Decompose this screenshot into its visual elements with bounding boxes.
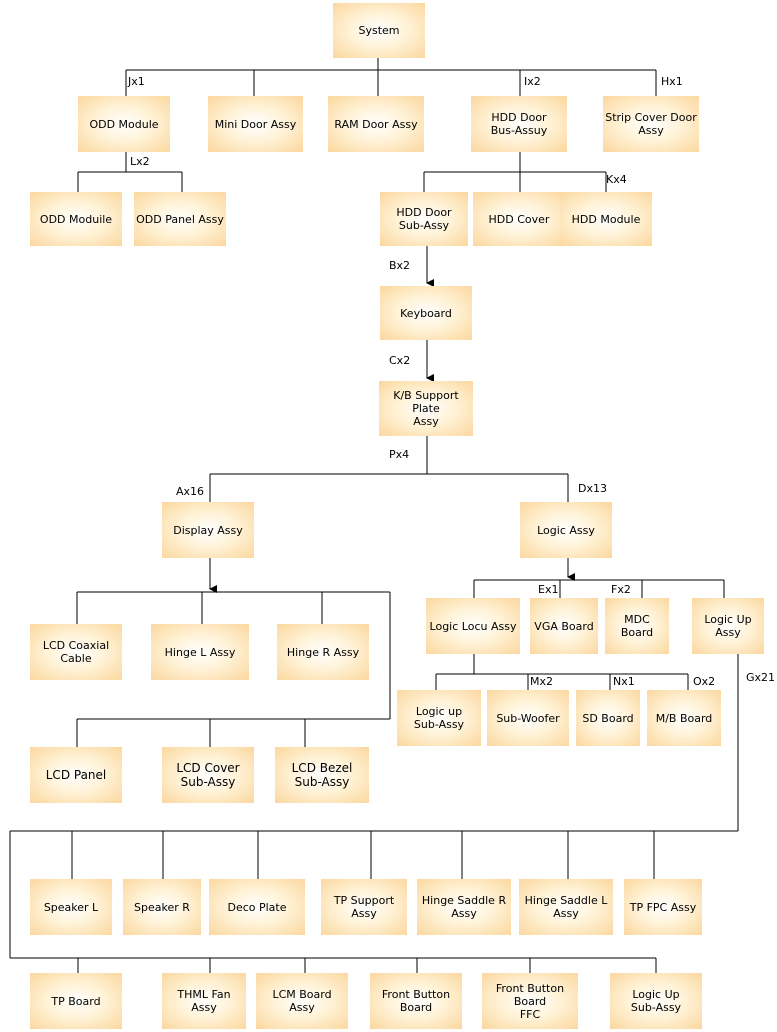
node-mdc-board: MDC Board [605, 598, 669, 654]
node-logic-locu-assy: Logic Locu Assy [426, 598, 520, 654]
node-lcd-panel: LCD Panel [30, 747, 122, 803]
node-system: System [333, 3, 425, 58]
node-tp-board: TP Board [30, 973, 122, 1029]
node-mb-board: M/B Board [647, 690, 721, 746]
label-ix2: Ix2 [524, 75, 541, 88]
node-lcd-coaxial-cable: LCD Coaxial Cable [30, 624, 122, 680]
node-ram-door-assy: RAM Door Assy [328, 96, 424, 152]
node-kb-support-plate-assy: K/B Support Plate Assy [379, 381, 473, 436]
node-logic-up-sub-assy: Logic up Sub-Assy [397, 690, 481, 746]
label-gx21: Gx21 [746, 671, 776, 684]
label-dx13: Dx13 [578, 482, 607, 495]
node-speaker-l: Speaker L [30, 879, 112, 935]
node-speaker-r: Speaker R [123, 879, 201, 935]
node-display-assy: Display Assy [162, 502, 254, 558]
node-hdd-door-bus-assy: HDD Door Bus-Assuy [471, 96, 567, 152]
label-ox2: Ox2 [693, 675, 716, 688]
label-cx2: Cx2 [389, 354, 411, 367]
node-tp-support-assy: TP Support Assy [321, 879, 407, 935]
node-hdd-door-sub-assy: HDD Door Sub-Assy [380, 192, 468, 246]
node-logic-assy: Logic Assy [520, 502, 612, 558]
node-front-button-board: Front Button Board [370, 973, 462, 1029]
label-kx4: Kx4 [606, 173, 627, 186]
label-mx2: Mx2 [530, 675, 553, 688]
node-strip-cover-door-assy: Strip Cover Door Assy [603, 96, 699, 152]
node-sd-board: SD Board [576, 690, 640, 746]
label-fx2: Fx2 [611, 583, 631, 596]
node-odd-module: ODD Module [78, 96, 170, 152]
node-tp-fpc-assy: TP FPC Assy [624, 879, 702, 935]
node-thml-fan-assy: THML Fan Assy [162, 973, 246, 1029]
node-lcd-bezel-sub-assy: LCD Bezel Sub-Assy [275, 747, 369, 803]
node-odd-moduile: ODD Moduile [30, 192, 122, 246]
node-logic-up-sub-assy-2: Logic Up Sub-Assy [610, 973, 702, 1029]
node-hinge-saddle-r-assy: Hinge Saddle R Assy [417, 879, 511, 935]
label-jx1: Jx1 [128, 75, 145, 88]
node-logic-up-assy: Logic Up Assy [692, 598, 764, 654]
node-deco-plate: Deco Plate [209, 879, 305, 935]
node-odd-panel-assy: ODD Panel Assy [134, 192, 226, 246]
node-front-button-board-ffc: Front Button Board FFC [482, 973, 578, 1029]
node-mini-door-assy: Mini Door Assy [208, 96, 303, 152]
node-hdd-cover: HDD Cover [473, 192, 565, 246]
node-keyboard: Keyboard [380, 286, 472, 340]
label-hx1: Hx1 [661, 75, 683, 88]
node-hinge-saddle-l-assy: Hinge Saddle L Assy [519, 879, 613, 935]
node-lcd-cover-sub-assy: LCD Cover Sub-Assy [162, 747, 254, 803]
label-ax16: Ax16 [176, 485, 205, 498]
node-vga-board: VGA Board [530, 598, 598, 654]
label-bx2: Bx2 [389, 259, 411, 272]
node-sub-woofer: Sub-Woofer [487, 690, 569, 746]
label-lx2: Lx2 [130, 155, 150, 168]
label-nx1: Nx1 [613, 675, 635, 688]
label-ex1: Ex1 [538, 583, 559, 596]
label-px4: Px4 [389, 448, 410, 461]
node-lcm-board-assy: LCM Board Assy [256, 973, 348, 1029]
node-hinge-l-assy: Hinge L Assy [151, 624, 249, 680]
node-hinge-r-assy: Hinge R Assy [277, 624, 369, 680]
node-hdd-module: HDD Module [560, 192, 652, 246]
